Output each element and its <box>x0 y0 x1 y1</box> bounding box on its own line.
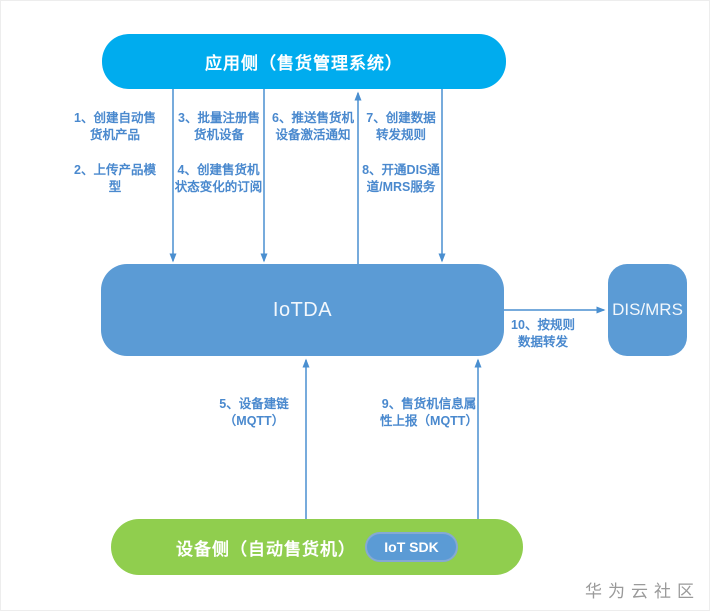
step-4-label: 4、创建售货机 状态变化的订阅 <box>174 163 263 194</box>
step-1-label: 1、创建自动售 货机产品 <box>74 111 156 142</box>
step-8-label: 8、开通DIS通 道/MRS服务 <box>362 163 440 194</box>
step-9-label: 9、售货机信息属 性上报（MQTT） <box>380 397 478 428</box>
application-side-label: 应用侧（售货管理系统） <box>205 54 403 73</box>
step-7-label: 7、创建数据 转发规则 <box>366 111 436 142</box>
step-6-label: 6、推送售货机 设备激活通知 <box>272 111 354 142</box>
application-side-box: 应用侧（售货管理系统） <box>102 34 506 89</box>
step-5-label: 5、设备建链 （MQTT） <box>219 397 289 428</box>
dis-mrs-box: DIS/MRS <box>608 264 687 356</box>
step-3-label: 3、批量注册售 货机设备 <box>178 111 260 142</box>
iotda-box: IoTDA <box>101 264 504 356</box>
step-2-label: 2、上传产品模 型 <box>74 163 156 194</box>
watermark-text: 华为云社区 <box>585 582 700 601</box>
step-10-label: 10、按规则 数据转发 <box>511 318 575 349</box>
iot-sdk-badge: IoT SDK <box>365 532 458 562</box>
dis-mrs-label: DIS/MRS <box>612 300 683 319</box>
iotda-label: IoTDA <box>272 298 333 321</box>
iot-sdk-label: IoT SDK <box>384 539 439 555</box>
device-side-label: 设备侧（自动售货机） <box>176 539 356 559</box>
device-side-box: 设备侧（自动售货机） IoT SDK <box>111 519 523 575</box>
